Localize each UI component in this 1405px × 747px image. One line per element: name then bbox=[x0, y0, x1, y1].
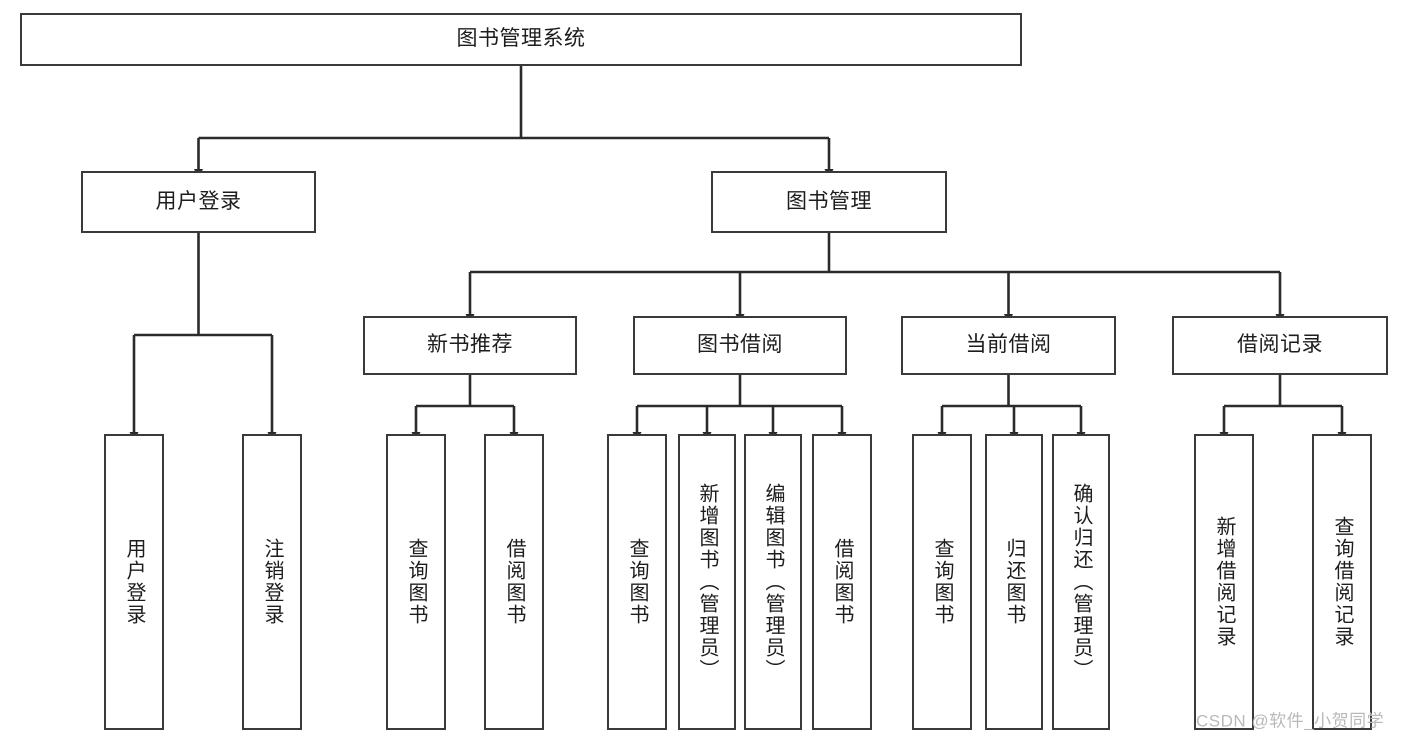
node-l-q3[interactable]: 查询图书 bbox=[912, 434, 972, 730]
node-label-l-ret: 归还图书 bbox=[1003, 538, 1025, 626]
node-label-login: 用户登录 bbox=[155, 189, 242, 213]
node-current[interactable]: 当前借阅 bbox=[901, 316, 1116, 375]
node-bookmgmt[interactable]: 图书管理 bbox=[711, 171, 947, 233]
node-label-l-login: 用户登录 bbox=[123, 538, 145, 626]
node-l-q1[interactable]: 查询图书 bbox=[386, 434, 446, 730]
node-label-l-logout: 注销登录 bbox=[261, 538, 283, 626]
node-label-l-addrec: 新增借阅记录 bbox=[1213, 516, 1235, 648]
node-label-newbook: 新书推荐 bbox=[427, 333, 513, 357]
node-label-l-q1: 查询图书 bbox=[405, 538, 427, 626]
node-label-bookmgmt: 图书管理 bbox=[786, 189, 872, 213]
node-root[interactable]: 图书管理系统 bbox=[20, 13, 1022, 66]
node-l-edit[interactable]: 编辑图书（管理员） bbox=[744, 434, 802, 730]
node-l-add[interactable]: 新增图书（管理员） bbox=[678, 434, 736, 730]
node-l-q2[interactable]: 查询图书 bbox=[607, 434, 667, 730]
node-l-logout[interactable]: 注销登录 bbox=[242, 434, 302, 730]
node-l-login[interactable]: 用户登录 bbox=[104, 434, 164, 730]
node-borrow[interactable]: 图书借阅 bbox=[633, 316, 847, 375]
node-l-addrec[interactable]: 新增借阅记录 bbox=[1194, 434, 1254, 730]
node-l-b1[interactable]: 借阅图书 bbox=[484, 434, 544, 730]
node-label-l-q2: 查询图书 bbox=[626, 538, 648, 626]
edge-paths bbox=[129, 66, 1347, 442]
node-label-l-conf: 确认归还（管理员） bbox=[1070, 483, 1092, 681]
watermark-text: CSDN @软件_小贺同学 bbox=[1196, 711, 1385, 731]
node-label-records: 借阅记录 bbox=[1237, 333, 1323, 357]
node-label-root: 图书管理系统 bbox=[456, 27, 586, 51]
node-newbook[interactable]: 新书推荐 bbox=[363, 316, 577, 375]
node-label-l-add: 新增图书（管理员） bbox=[696, 483, 718, 681]
node-label-l-q3: 查询图书 bbox=[931, 538, 953, 626]
node-label-borrow: 图书借阅 bbox=[697, 333, 783, 357]
node-records[interactable]: 借阅记录 bbox=[1172, 316, 1388, 375]
node-l-qrec[interactable]: 查询借阅记录 bbox=[1312, 434, 1372, 730]
node-label-current: 当前借阅 bbox=[965, 333, 1052, 357]
node-label-l-b2: 借阅图书 bbox=[831, 538, 853, 626]
node-label-l-qrec: 查询借阅记录 bbox=[1331, 516, 1353, 648]
node-l-b2[interactable]: 借阅图书 bbox=[812, 434, 872, 730]
node-login[interactable]: 用户登录 bbox=[81, 171, 316, 233]
node-l-conf[interactable]: 确认归还（管理员） bbox=[1052, 434, 1110, 730]
node-label-l-edit: 编辑图书（管理员） bbox=[762, 483, 784, 681]
node-l-ret[interactable]: 归还图书 bbox=[985, 434, 1043, 730]
node-label-l-b1: 借阅图书 bbox=[503, 538, 525, 626]
